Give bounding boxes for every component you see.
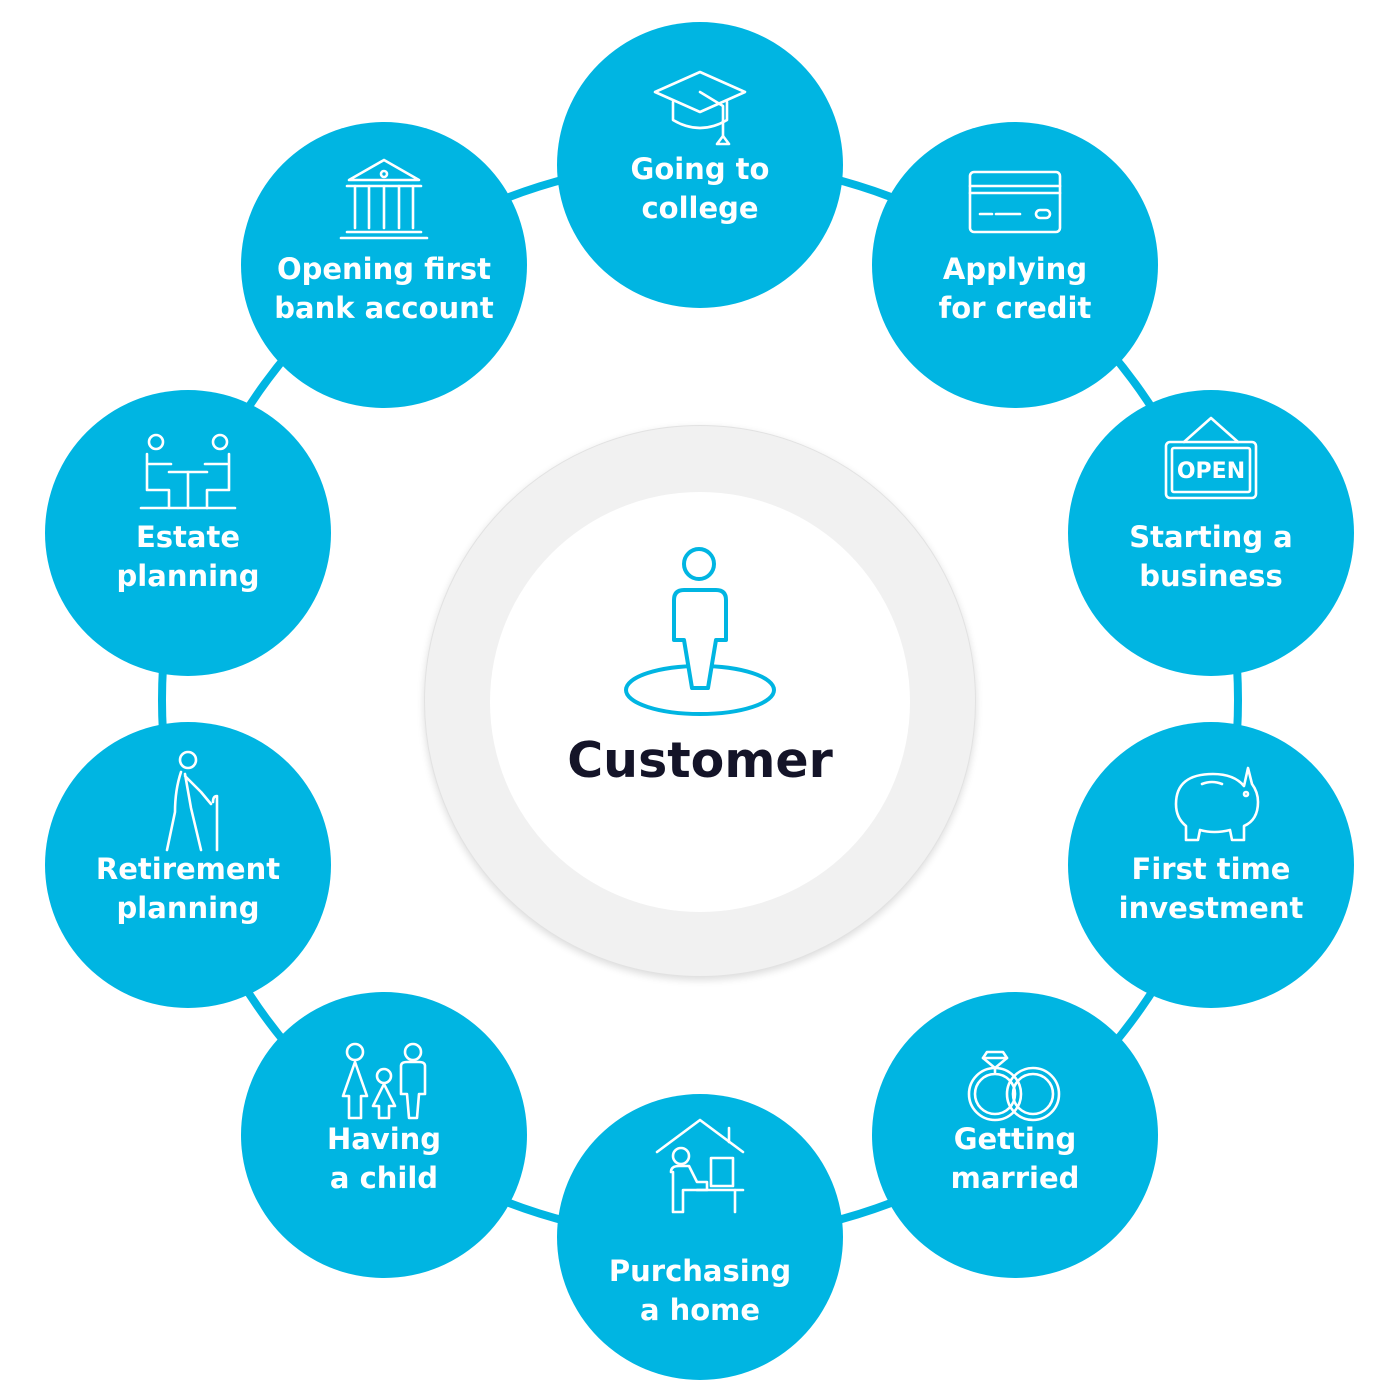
event-label: Applying for credit: [872, 250, 1158, 328]
event-label: First time investment: [1068, 850, 1354, 928]
event-label: Estate planning: [45, 518, 331, 596]
sign-text: OPEN: [1177, 459, 1245, 484]
event-label: Starting a business: [1068, 518, 1354, 596]
event-label-line: for credit: [938, 291, 1092, 325]
event-label-line: Retirement: [95, 852, 281, 886]
event-label-line: First time: [1131, 852, 1291, 886]
bank-building-icon: [339, 158, 429, 240]
event-starting-a-business: OPEN Starting a business: [1068, 390, 1354, 676]
event-applying-for-credit: Applying for credit: [872, 122, 1158, 408]
event-label-line: Estate: [135, 520, 241, 554]
event-getting-married: Getting married: [872, 992, 1158, 1278]
event-label: Retirement planning: [45, 850, 331, 928]
event-estate-planning: Estate planning: [45, 390, 331, 676]
credit-card-icon: [968, 170, 1062, 234]
center-label: Customer: [567, 732, 833, 789]
event-label-line: Getting: [953, 1122, 1077, 1156]
graduation-cap-icon: [653, 70, 747, 146]
event-label-line: a child: [329, 1161, 439, 1195]
event-first-time-investment: First time investment: [1068, 722, 1354, 1008]
event-label: Getting married: [872, 1120, 1158, 1198]
event-label: Purchasing a home: [557, 1252, 843, 1330]
meeting-table-icon: [139, 433, 237, 510]
family-icon: [341, 1042, 427, 1120]
elderly-person-icon: [165, 750, 219, 852]
open-sign-icon: OPEN: [1164, 416, 1258, 500]
event-label-line: Going to: [630, 152, 770, 186]
event-label: Going to college: [557, 150, 843, 228]
event-label-line: college: [641, 191, 759, 225]
person-standing-icon: [624, 547, 776, 716]
event-label-line: Opening first: [276, 252, 492, 286]
piggy-bank-icon: [1174, 766, 1260, 842]
event-having-a-child: Having a child: [241, 992, 527, 1278]
event-label-line: married: [950, 1161, 1080, 1195]
wedding-rings-icon: [967, 1050, 1061, 1122]
event-label-line: Having: [326, 1122, 442, 1156]
event-purchasing-a-home: Purchasing a home: [557, 1094, 843, 1380]
event-retirement-planning: Retirement planning: [45, 722, 331, 1008]
event-label: Having a child: [241, 1120, 527, 1198]
event-going-to-college: Going to college: [557, 22, 843, 308]
customer-hub: [490, 492, 910, 912]
event-label-line: bank account: [274, 291, 494, 325]
event-label: Opening first bank account: [241, 250, 527, 328]
event-opening-first-bank-account: Opening first bank account: [241, 122, 527, 408]
event-label-line: investment: [1118, 891, 1304, 925]
event-label-line: Applying: [942, 252, 1088, 286]
home-office-icon: [655, 1118, 745, 1214]
event-label-line: planning: [116, 559, 260, 593]
event-label-line: business: [1139, 559, 1283, 593]
event-label-line: a home: [639, 1293, 761, 1327]
event-label-line: planning: [116, 891, 260, 925]
event-label-line: Purchasing: [608, 1254, 792, 1288]
event-label-line: Starting a: [1129, 520, 1293, 554]
